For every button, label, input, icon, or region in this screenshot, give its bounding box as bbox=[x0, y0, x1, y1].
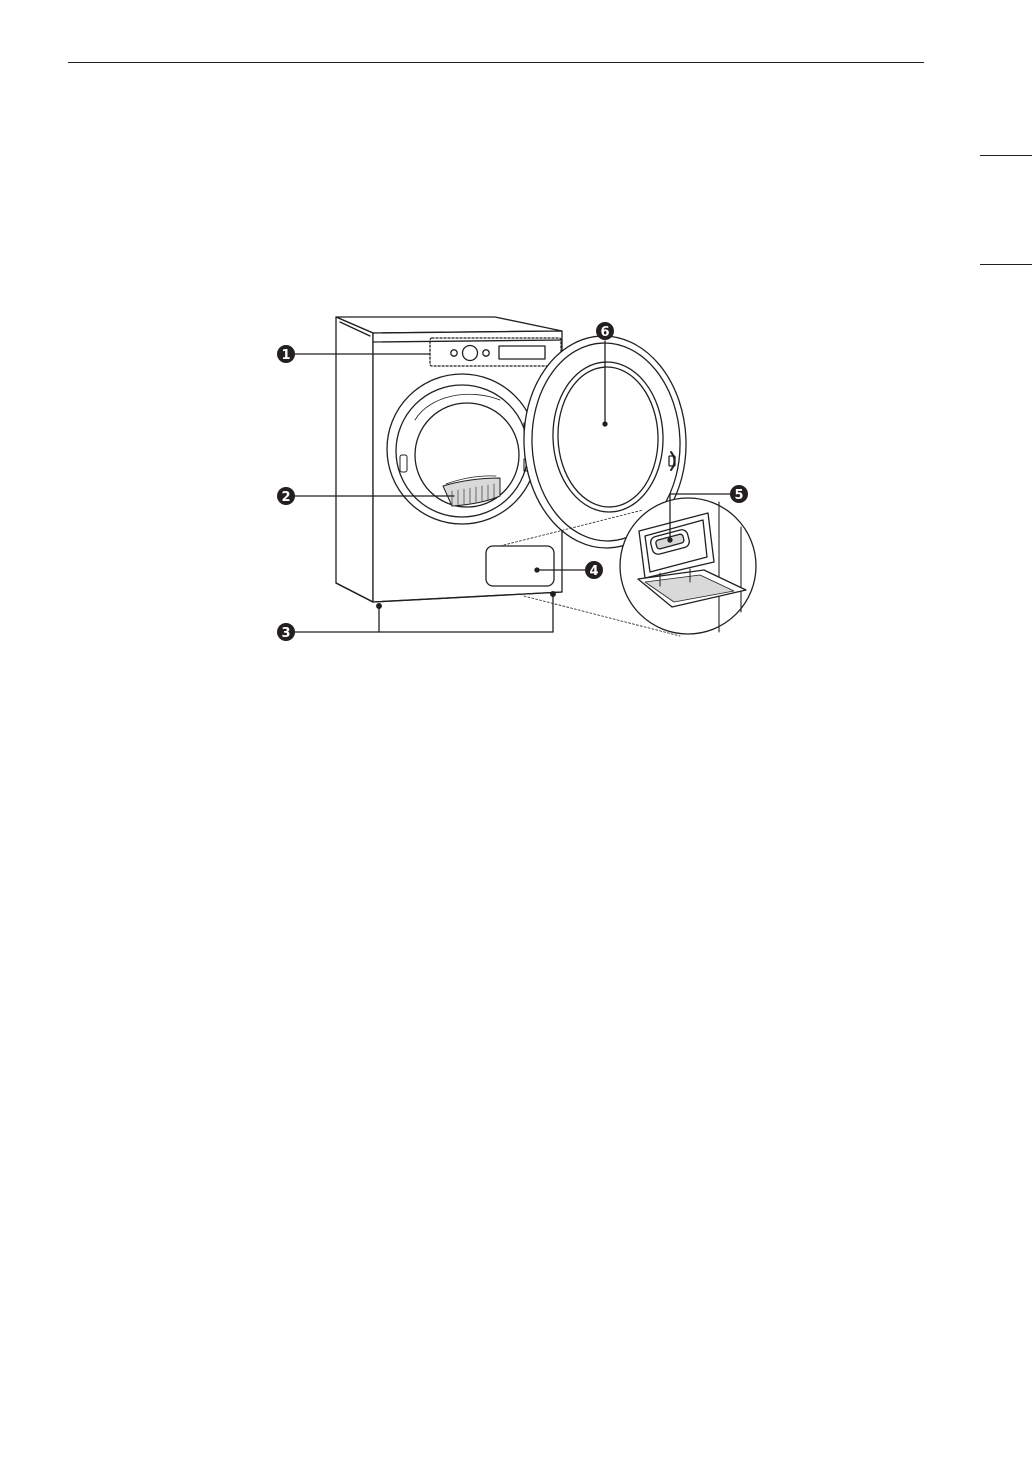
callout-6: 6 bbox=[596, 322, 614, 340]
callout-2: 2 bbox=[277, 487, 295, 505]
callout-6-label: 6 bbox=[600, 325, 609, 340]
callout-2-label: 2 bbox=[281, 490, 290, 505]
callout-1: 1 bbox=[277, 345, 295, 363]
callout-3: 3 bbox=[277, 623, 295, 641]
callout-5-label: 5 bbox=[734, 488, 743, 503]
callout-4-label: 4 bbox=[589, 564, 598, 579]
callout-3-label: 3 bbox=[281, 626, 290, 641]
callout-4: 4 bbox=[585, 561, 603, 579]
callout-5: 5 bbox=[730, 485, 748, 503]
callout-1-label: 1 bbox=[281, 348, 290, 363]
